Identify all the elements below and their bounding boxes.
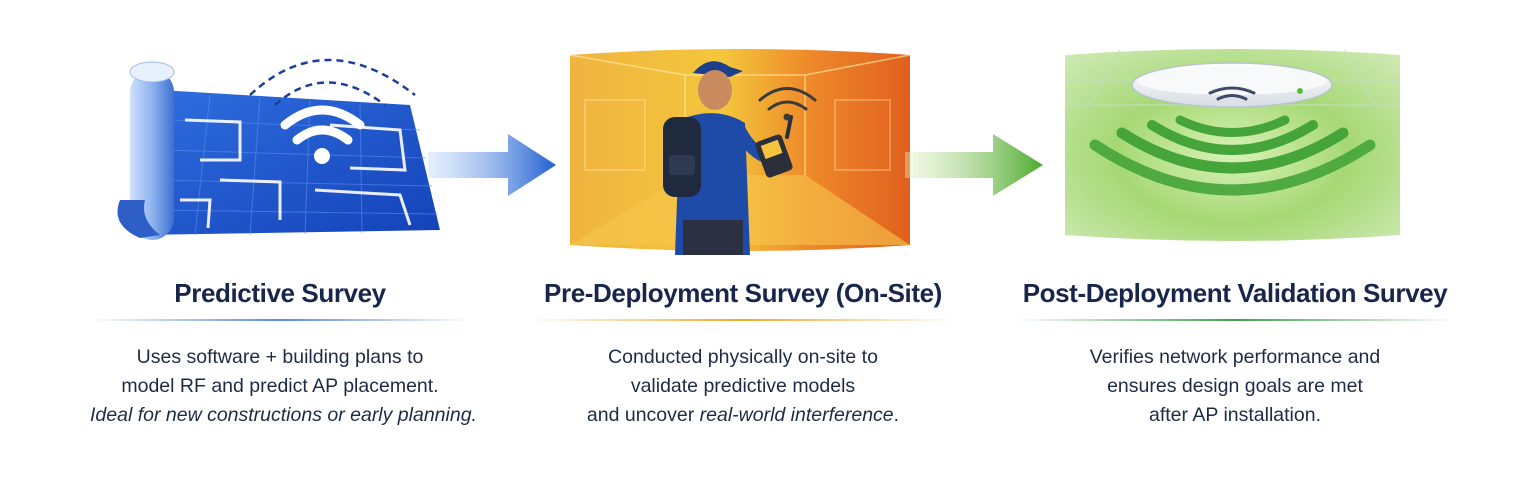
desc-line: ensures design goals are met — [1107, 375, 1363, 397]
desc-line: Verifies network performance and — [1089, 346, 1381, 368]
desc-italic-line: Ideal for new constructions or early pla… — [90, 404, 477, 426]
surveyor-with-device-icon — [569, 49, 911, 255]
step-description: Conducted physically on-site to validate… — [528, 343, 958, 430]
desc-line: model RF and predict AP placement. — [121, 375, 439, 397]
blue-arrow-icon — [428, 134, 556, 196]
step-description: Verifies network performance and ensures… — [1015, 343, 1455, 430]
step-predictive-survey: Predictive Survey Uses software + buildi… — [90, 272, 477, 430]
desc-line: validate predictive models — [630, 375, 856, 397]
green-arrow-icon — [905, 134, 1043, 196]
desc-text: . — [893, 404, 900, 426]
desc-text: and uncover — [586, 404, 700, 426]
step-title: Pre-Deployment Survey (On-Site) — [544, 278, 942, 308]
title-underline — [90, 319, 470, 321]
step-post-deployment-survey: Post-Deployment Validation Survey Verifi… — [1015, 272, 1455, 430]
desc-mixed-line: and uncover real-world interference. — [528, 401, 958, 430]
step-title: Post-Deployment Validation Survey — [1022, 278, 1448, 308]
desc-line: after AP installation. — [1149, 404, 1321, 426]
step-pre-deployment-survey: Pre-Deployment Survey (On-Site) Conducte… — [528, 272, 958, 430]
title-underline — [528, 319, 958, 321]
desc-italic-text: real-world interference — [699, 404, 894, 426]
blueprint-wifi-icon — [117, 58, 440, 240]
desc-line: Uses software + building plans to — [136, 346, 424, 368]
ceiling-access-point-icon — [1065, 49, 1400, 241]
desc-line: Conducted physically on-site to — [608, 346, 878, 368]
step-title: Predictive Survey — [174, 278, 386, 308]
title-underline — [1015, 319, 1455, 321]
step-description: Uses software + building plans to model … — [90, 343, 477, 430]
